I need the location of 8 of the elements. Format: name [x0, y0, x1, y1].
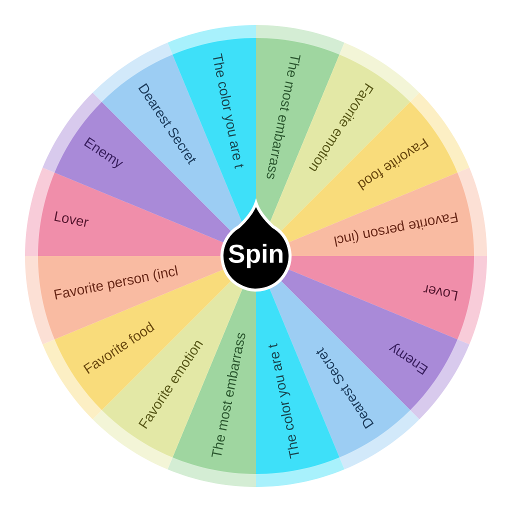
segment-label: Favorite person (incl — [54, 265, 178, 300]
segment-label: The most embarrass — [211, 332, 246, 457]
segment-label: Lover — [423, 285, 458, 301]
segment-label: The color you are t — [268, 343, 299, 459]
segment-label: Lover — [54, 211, 89, 227]
segment-label: The most embarrass — [266, 55, 301, 180]
segment-label: Favorite person (incl — [334, 212, 458, 247]
segment-label: The color you are t — [213, 53, 244, 169]
